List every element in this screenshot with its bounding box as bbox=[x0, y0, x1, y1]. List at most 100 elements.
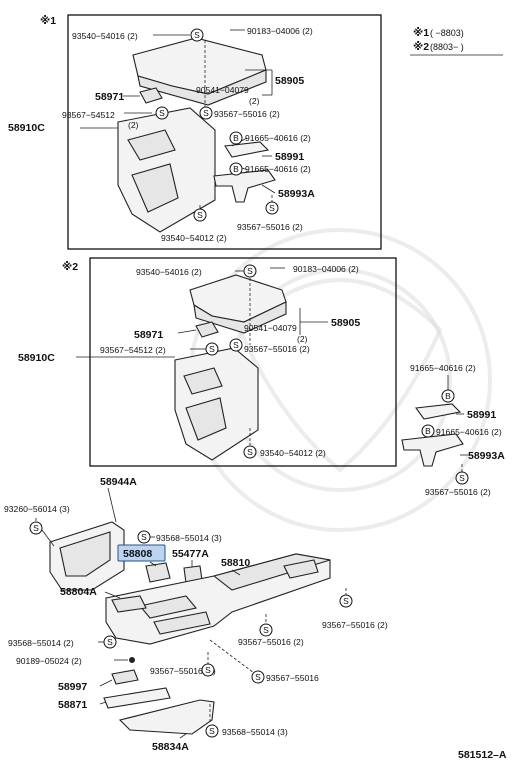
nut-90189-05024 bbox=[129, 657, 135, 663]
panel-2-mark: ※2 bbox=[62, 261, 78, 273]
label-93568-55014-a: 93568−55014 (3) bbox=[156, 533, 222, 543]
part-58808-highlight[interactable] bbox=[117, 544, 166, 562]
label-58905: 58905 bbox=[275, 75, 304, 87]
label-93540-54016: 93540−54016 (2) bbox=[72, 31, 138, 41]
label-58804A: 58804A bbox=[60, 586, 97, 598]
label-58810: 58810 bbox=[221, 557, 250, 569]
svg-text:S: S bbox=[205, 665, 211, 675]
legend: ※1 ( −8803) ※2 (8803− ) bbox=[410, 27, 503, 56]
svg-text:S: S bbox=[459, 473, 465, 483]
b-symbol: B bbox=[229, 162, 243, 176]
svg-text:S: S bbox=[107, 637, 113, 647]
label-58910C: 58910C bbox=[8, 122, 45, 134]
s-symbol: S bbox=[205, 724, 219, 738]
label-90189-05024: 90189−05024 (2) bbox=[16, 656, 82, 666]
svg-text:S: S bbox=[33, 523, 39, 533]
svg-text:S: S bbox=[263, 625, 269, 635]
legend-range-2: (8803− ) bbox=[430, 42, 464, 52]
label-90541-04079: 90541−04079 bbox=[244, 323, 297, 333]
svg-text:S: S bbox=[247, 266, 253, 276]
s-symbol: S bbox=[199, 106, 213, 120]
pad-58997 bbox=[111, 669, 139, 685]
label-93567-55016-a: 93567−55016 (2) bbox=[322, 620, 388, 630]
label-93567-55016-a: 93567−55016 (2) bbox=[214, 109, 280, 119]
s-symbol: S bbox=[190, 28, 204, 42]
panel-1-frame bbox=[67, 14, 382, 250]
label-55477A: 55477A bbox=[172, 548, 209, 560]
s-symbol: S bbox=[265, 201, 279, 215]
label-93567-55016: 93567−55016 (2) bbox=[244, 344, 310, 354]
legend-range-1: ( −8803) bbox=[430, 28, 464, 38]
label-58971: 58971 bbox=[134, 329, 163, 341]
svg-text:S: S bbox=[197, 210, 203, 220]
legend-mark-2: ※2 bbox=[413, 41, 429, 53]
label-93540-54012: 93540−54012 (2) bbox=[260, 448, 326, 458]
label-91665-40616-a: 91665−40616 (2) bbox=[410, 363, 476, 373]
label-90541-qty: (2) bbox=[297, 334, 308, 344]
svg-text:S: S bbox=[247, 447, 253, 457]
s-symbol: S bbox=[137, 530, 151, 544]
panel-1-mark: ※1 bbox=[40, 15, 56, 27]
label-58871: 58871 bbox=[58, 699, 87, 711]
svg-text:B: B bbox=[233, 164, 239, 174]
label-58944A: 58944A bbox=[100, 476, 137, 488]
bracket-58991 bbox=[414, 403, 462, 420]
panel-58834A bbox=[118, 699, 215, 735]
label-58993A: 58993A bbox=[468, 450, 505, 462]
b-symbol: B bbox=[229, 131, 243, 145]
label-93567-54512: 93567−54512 bbox=[62, 110, 115, 120]
bracket-58993A bbox=[213, 169, 276, 203]
hinge-58971 bbox=[139, 87, 163, 104]
svg-text:S: S bbox=[343, 596, 349, 606]
panel-1: ※1 S S S B B S S bbox=[8, 14, 382, 250]
label-93567-55016-d: 93567−55016 bbox=[266, 673, 319, 683]
label-58971: 58971 bbox=[95, 91, 124, 103]
label-91665-40616-a: 91665−40616 (2) bbox=[245, 133, 311, 143]
s-symbol: S bbox=[243, 445, 257, 459]
s-symbol: S bbox=[205, 342, 219, 356]
label-58997: 58997 bbox=[58, 681, 87, 693]
label-90183-04006: 90183−04006 (2) bbox=[293, 264, 359, 274]
s-symbol: S bbox=[29, 521, 43, 535]
panel-2: ※2 S S S S 93540−54016 (2) 90183−04006 (… bbox=[18, 257, 397, 467]
svg-text:S: S bbox=[269, 203, 275, 213]
label-58993A: 58993A bbox=[278, 188, 315, 200]
label-91665-40616-b: 91665−40616 (2) bbox=[245, 164, 311, 174]
s-symbol: S bbox=[243, 264, 257, 278]
s-symbol: S bbox=[251, 670, 265, 684]
bracket-58991 bbox=[224, 141, 270, 158]
panel-58871 bbox=[103, 687, 171, 709]
svg-text:S: S bbox=[209, 344, 215, 354]
s-symbol: S bbox=[229, 338, 243, 352]
label-93567-55016-b: 93567−55016 (2) bbox=[238, 637, 304, 647]
svg-text:S: S bbox=[209, 726, 215, 736]
label-93540-54016: 93540−54016 (2) bbox=[136, 267, 202, 277]
part-58808 bbox=[145, 562, 171, 583]
label-93567-55016-c: 93567−55016 (2) bbox=[150, 666, 216, 676]
svg-text:B: B bbox=[425, 426, 431, 436]
svg-text:S: S bbox=[194, 30, 200, 40]
s-symbol: S bbox=[193, 208, 207, 222]
svg-text:S: S bbox=[233, 340, 239, 350]
s-symbol: S bbox=[103, 635, 117, 649]
label-93567-54512-qty: (2) bbox=[128, 120, 139, 130]
svg-text:S: S bbox=[159, 108, 165, 118]
s-symbol: S bbox=[339, 594, 353, 608]
diagram-code: 581512–A bbox=[458, 749, 507, 761]
label-58991: 58991 bbox=[275, 151, 304, 163]
right-brackets: B 91665−40616 (2) 58991 B 91665−40616 (2… bbox=[401, 363, 505, 497]
label-90541-qty: (2) bbox=[249, 96, 260, 106]
label-93260-56014: 93260−56014 (3) bbox=[4, 504, 70, 514]
label-90183-04006: 90183−04006 (2) bbox=[247, 26, 313, 36]
bracket-58993A bbox=[401, 433, 464, 467]
label-93540-54012: 93540−54012 (2) bbox=[161, 233, 227, 243]
b-symbol: B bbox=[421, 424, 435, 438]
label-93568-55014-c: 93568−55014 (3) bbox=[222, 727, 288, 737]
label-58808[interactable]: 58808 bbox=[123, 548, 152, 560]
label-91665-40616-b: 91665−40616 (2) bbox=[436, 427, 502, 437]
label-58991: 58991 bbox=[467, 409, 496, 421]
s-symbol: S bbox=[455, 471, 469, 485]
svg-text:S: S bbox=[255, 672, 261, 682]
label-93568-55014-b: 93568−55014 (2) bbox=[8, 638, 74, 648]
